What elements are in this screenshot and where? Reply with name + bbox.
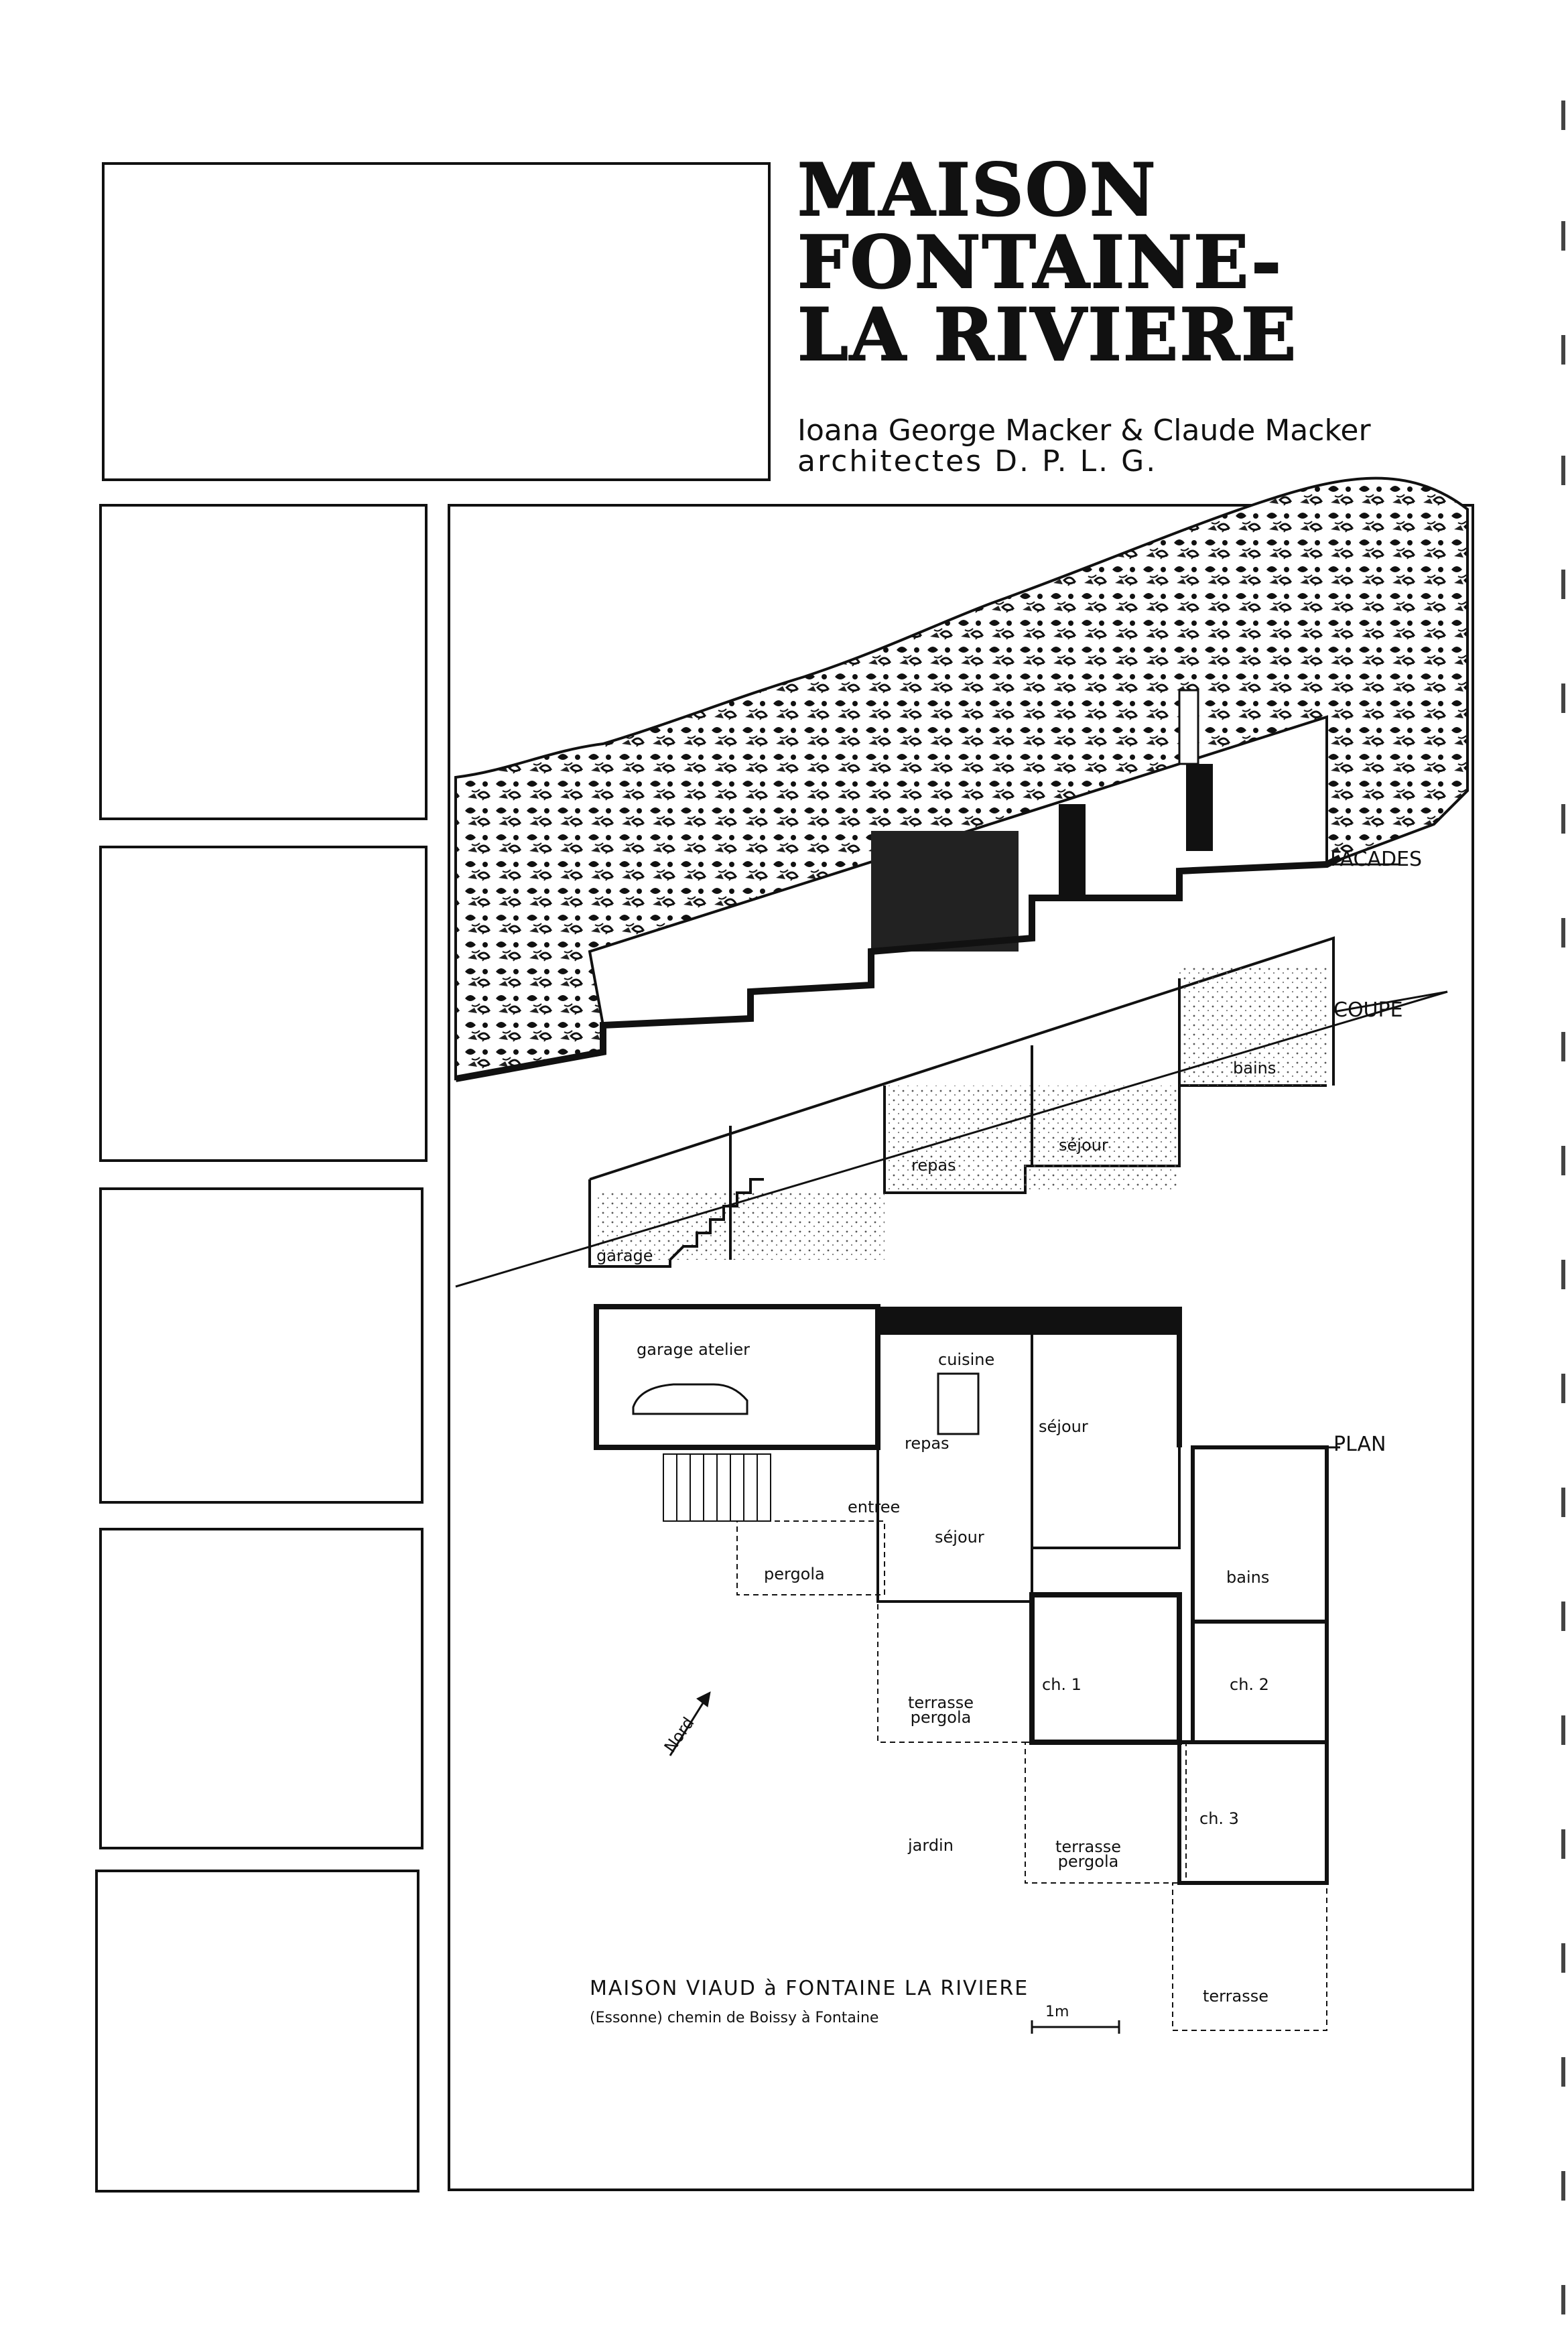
room-jardin: jardin	[908, 1836, 954, 1855]
terrasse-pergola-1-line1: terrasse	[908, 1693, 974, 1712]
terrasse-pergola-2-line2: pergola	[1057, 1852, 1119, 1871]
room-cuisine: cuisine	[938, 1350, 995, 1369]
edge-mark	[1561, 1829, 1565, 1859]
empty-frame-2	[99, 846, 428, 1162]
edge-mark	[1561, 101, 1565, 130]
facades-label: FACADES	[1330, 848, 1423, 871]
room-repas: repas	[905, 1434, 950, 1453]
empty-frame-3	[99, 1187, 423, 1504]
room-terrasse-pergola-2: terrasse pergola	[1055, 1837, 1121, 1871]
room-bains: bains	[1226, 1568, 1270, 1587]
edge-mark	[1561, 2285, 1565, 2314]
page-title: MAISON FONTAINE- LA RIVIERE	[797, 148, 1474, 377]
caption-address: (Essonne) chemin de Boissy à Fontaine	[590, 2010, 879, 2026]
architect-subtitle: architectes D. P. L. G.	[797, 444, 1158, 478]
section-label-garage: garage	[596, 1246, 653, 1265]
room-ch3: ch. 3	[1199, 1809, 1239, 1828]
facade-elevation	[454, 476, 1469, 1082]
scale-label: 1m	[1045, 2004, 1069, 2020]
room-terrasse-pergola-1: terrasse pergola	[908, 1695, 974, 1725]
edge-mark	[1561, 918, 1565, 948]
edge-mark	[1561, 1374, 1565, 1403]
empty-frame-5	[95, 1870, 419, 2193]
room-entree: entree	[848, 1498, 901, 1516]
edge-mark	[1561, 804, 1565, 834]
section-drawing	[455, 863, 1448, 1288]
plan-label: PLAN	[1333, 1433, 1386, 1456]
edge-mark	[1561, 1146, 1565, 1175]
section-label-sejour: séjour	[1059, 1136, 1108, 1155]
room-pergola: pergola	[764, 1565, 825, 1583]
terrasse-pergola-2-line1: terrasse	[1055, 1837, 1121, 1856]
room-terrasse: terrasse	[1203, 1987, 1268, 2006]
edge-mark	[1561, 1943, 1565, 1973]
edge-mark	[1561, 683, 1565, 713]
edge-mark	[1561, 1715, 1565, 1745]
title-line-1: MAISON	[797, 148, 1157, 233]
room-sejour-lower: séjour	[935, 1528, 984, 1547]
edge-mark	[1561, 1488, 1565, 1517]
empty-frame-top	[102, 162, 771, 481]
floor-plan	[594, 1304, 1340, 2034]
caption-title: MAISON VIAUD à FONTAINE LA RIVIERE	[590, 1977, 1029, 2000]
edge-mark	[1561, 1602, 1565, 1631]
architect-credits: Ioana George Macker & Claude Macker arch…	[797, 415, 1371, 477]
empty-frame-1	[99, 504, 428, 820]
section-label-repas: repas	[911, 1156, 956, 1175]
edge-mark	[1561, 1260, 1565, 1289]
architect-names: Ioana George Macker & Claude Macker	[797, 413, 1371, 448]
title-line-3: LA RIVIERE	[797, 293, 1298, 377]
coupe-label: COUPE	[1333, 998, 1403, 1022]
terrasse-pergola-1-line2: pergola	[910, 1708, 972, 1727]
drawing-caption: MAISON VIAUD à FONTAINE LA RIVIERE (Esso…	[590, 1977, 1029, 2026]
title-line-2: FONTAINE-	[797, 220, 1283, 305]
room-ch1: ch. 1	[1042, 1675, 1082, 1694]
edge-mark	[1561, 456, 1565, 485]
room-garage-atelier: garage atelier	[637, 1340, 750, 1359]
edge-mark	[1561, 570, 1565, 599]
edge-mark	[1561, 221, 1565, 251]
edge-mark	[1561, 2171, 1565, 2201]
edge-mark	[1561, 1032, 1565, 1061]
empty-frame-4	[99, 1528, 423, 1849]
room-ch2: ch. 2	[1230, 1675, 1269, 1694]
section-label-bains: bains	[1233, 1059, 1277, 1077]
edge-mark	[1561, 335, 1565, 365]
edge-mark	[1561, 2057, 1565, 2087]
room-sejour-upper: séjour	[1039, 1417, 1088, 1436]
